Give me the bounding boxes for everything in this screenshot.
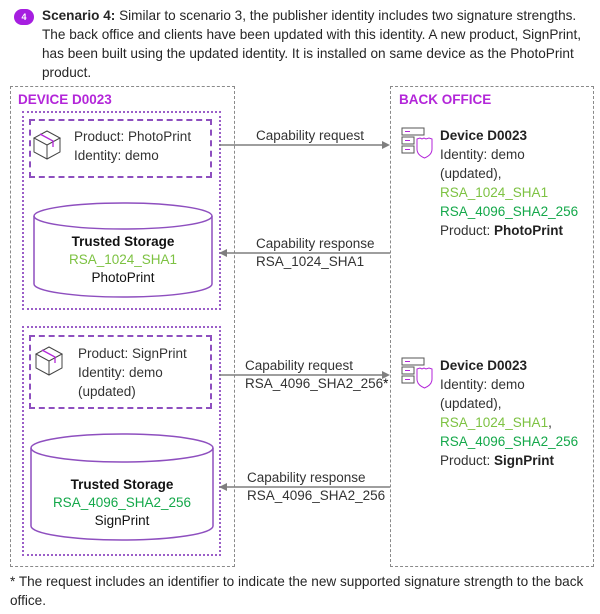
message-2-signature: RSA_1024_SHA1 bbox=[256, 254, 365, 269]
scenario-number-badge: 4 bbox=[14, 9, 34, 25]
back-office-record-1: Device D0023 Identity: demo (updated), R… bbox=[440, 126, 578, 240]
product-box-signprint bbox=[29, 335, 212, 409]
record-signature-1-comma: , bbox=[548, 415, 552, 430]
message-3-signature-value: RSA_4096_SHA2_256 bbox=[245, 376, 384, 391]
back-office-record-2: Device D0023 Identity: demo (updated), R… bbox=[440, 356, 578, 470]
record-product-name: SignPrint bbox=[494, 453, 555, 468]
record-product-prefix: Product: bbox=[440, 453, 495, 468]
message-4-label: Capability response bbox=[247, 470, 366, 485]
device-scenario-1-box bbox=[22, 111, 221, 310]
package-icon bbox=[34, 346, 64, 376]
back-office-title: BACK OFFICE bbox=[399, 92, 492, 107]
back-office-panel bbox=[390, 86, 594, 567]
record-identity-note: (updated), bbox=[440, 396, 502, 411]
trusted-storage-1-text: Trusted Storage RSA_1024_SHA1 PhotoPrint bbox=[33, 233, 213, 287]
record-product-name: PhotoPrint bbox=[494, 223, 564, 238]
footnote-marker: * bbox=[383, 376, 389, 391]
record-signature-2: RSA_4096_SHA2_256 bbox=[440, 434, 579, 449]
arrow-capability-request-2 bbox=[219, 371, 390, 379]
message-1-label: Capability request bbox=[256, 128, 365, 143]
trusted-storage-product: PhotoPrint bbox=[91, 270, 155, 285]
message-2-label: Capability response bbox=[256, 236, 375, 251]
arrow-capability-request-1 bbox=[219, 141, 390, 149]
record-signature-1: RSA_1024_SHA1 bbox=[440, 415, 549, 430]
message-3-label: Capability request bbox=[245, 358, 354, 373]
arrow-capability-response-2 bbox=[219, 483, 390, 491]
product-identity-note: (updated) bbox=[78, 384, 136, 399]
trusted-storage-2-text: Trusted Storage RSA_4096_SHA2_256 SignPr… bbox=[30, 476, 214, 530]
product-identity: Identity: demo bbox=[78, 365, 163, 380]
product-identity: Identity: demo bbox=[74, 148, 159, 163]
product-info-signprint: Product: SignPrint Identity: demo (updat… bbox=[78, 344, 187, 401]
trusted-storage-title: Trusted Storage bbox=[70, 477, 174, 492]
trusted-storage-signature: RSA_1024_SHA1 bbox=[68, 252, 178, 267]
product-name: Product: PhotoPrint bbox=[74, 129, 192, 144]
message-3-signature: RSA_4096_SHA2_256* bbox=[245, 375, 388, 393]
product-box-photoprint bbox=[29, 119, 212, 178]
trusted-storage-cylinder-2 bbox=[30, 433, 214, 541]
message-4-signature: RSA_4096_SHA2_256 bbox=[247, 488, 386, 503]
record-signature-1: RSA_1024_SHA1 bbox=[440, 185, 549, 200]
record-device: Device D0023 bbox=[440, 128, 528, 143]
arrow-capability-response-1 bbox=[219, 249, 390, 257]
footnote: * The request includes an identifier to … bbox=[10, 574, 584, 608]
device-panel bbox=[10, 86, 235, 567]
trusted-storage-product: SignPrint bbox=[94, 513, 150, 528]
record-signature-1-line: RSA_1024_SHA1, bbox=[440, 413, 578, 432]
record-product: Product: SignPrint bbox=[440, 451, 578, 470]
scenario-heading: Scenario 4: bbox=[42, 8, 116, 23]
product-name: Product: SignPrint bbox=[78, 346, 187, 361]
device-record-icon bbox=[401, 357, 433, 389]
scenario-description: Scenario 4: Similar to scenario 3, the p… bbox=[42, 6, 594, 82]
product-info-photoprint: Product: PhotoPrint Identity: demo bbox=[74, 127, 191, 165]
trusted-storage-signature: RSA_4096_SHA2_256 bbox=[52, 495, 192, 510]
scenario-text: Similar to scenario 3, the publisher ide… bbox=[42, 8, 582, 80]
trusted-storage-cylinder-1 bbox=[33, 202, 213, 298]
device-record-icon bbox=[401, 127, 433, 159]
record-identity: Identity: demo bbox=[440, 147, 525, 162]
device-title: DEVICE D0023 bbox=[18, 92, 112, 107]
record-identity: Identity: demo bbox=[440, 377, 525, 392]
record-product: Product: PhotoPrint bbox=[440, 221, 578, 240]
trusted-storage-title: Trusted Storage bbox=[71, 234, 175, 249]
device-scenario-2-box bbox=[22, 326, 221, 556]
record-identity-note: (updated), bbox=[440, 166, 502, 181]
record-product-prefix: Product: bbox=[440, 223, 495, 238]
record-signature-2: RSA_4096_SHA2_256 bbox=[440, 204, 579, 219]
package-icon bbox=[32, 130, 62, 160]
record-device: Device D0023 bbox=[440, 358, 528, 373]
